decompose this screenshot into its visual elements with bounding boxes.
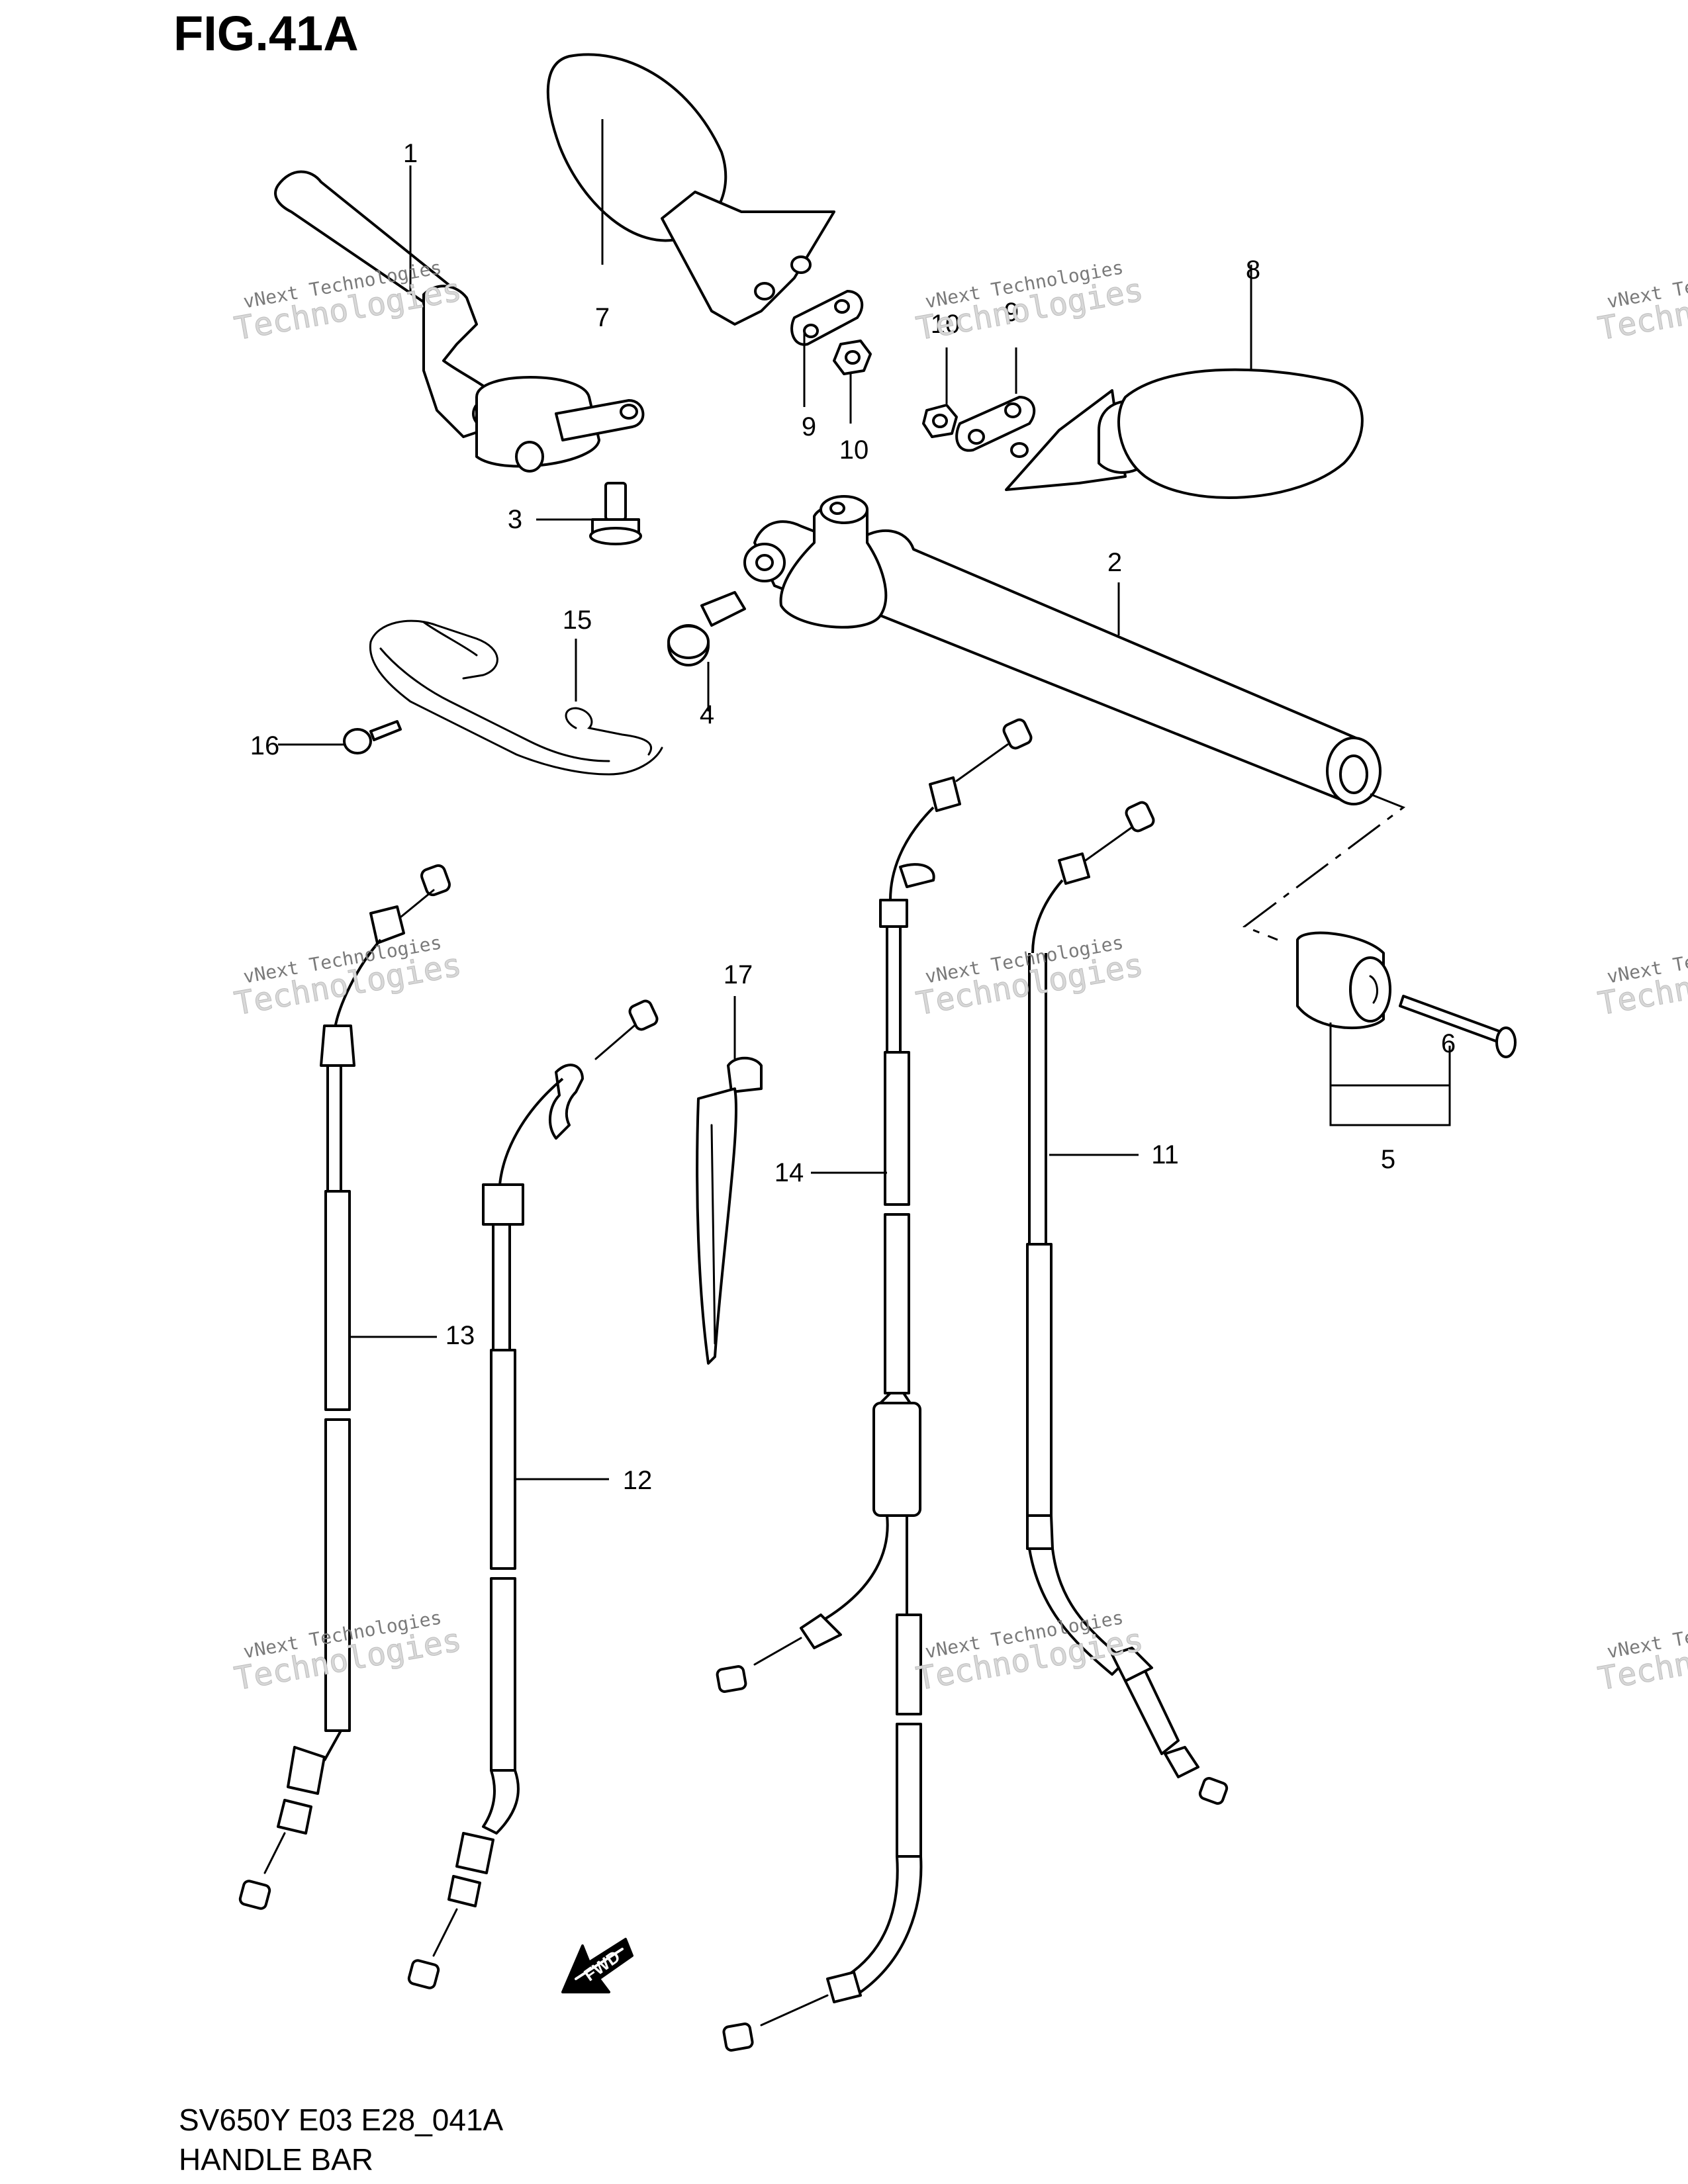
callout-12: 12 xyxy=(622,1466,653,1495)
callout-3: 3 xyxy=(507,505,523,534)
handlebar-balancer-part xyxy=(1296,931,1517,1058)
callout-9-left: 9 xyxy=(801,412,817,441)
left-handlebar-part xyxy=(274,170,645,473)
callout-9-right: 9 xyxy=(1004,298,1019,327)
callout-10-right: 10 xyxy=(930,310,961,339)
figure-title: FIG.41A xyxy=(173,6,359,61)
callout-16: 16 xyxy=(250,731,280,760)
callout-10-left: 10 xyxy=(839,435,869,465)
model-code: SV650Y E03 E28_041A xyxy=(179,2103,504,2137)
callout-13: 13 xyxy=(445,1321,475,1350)
cable-12-part xyxy=(407,999,659,1989)
callout-8: 8 xyxy=(1245,255,1261,285)
right-handlebar-part xyxy=(743,495,1382,805)
callout-5: 5 xyxy=(1380,1145,1396,1174)
callout-11: 11 xyxy=(1151,1140,1179,1169)
callout-17: 17 xyxy=(723,960,753,989)
cable-14-part xyxy=(716,718,1033,2052)
leader-lines xyxy=(278,119,1451,1480)
right-mirror-part xyxy=(1005,368,1364,499)
figure-name: HANDLE BAR xyxy=(179,2142,373,2177)
cable-tie-17-part xyxy=(696,1056,763,1365)
callout-2: 2 xyxy=(1107,548,1123,577)
callout-7: 7 xyxy=(594,303,610,332)
callout-1: 1 xyxy=(402,139,418,168)
callout-6: 6 xyxy=(1440,1029,1456,1058)
bolt-3-part xyxy=(589,482,642,545)
bracket-15-part xyxy=(369,619,663,776)
screw-16-part xyxy=(343,720,402,754)
left-mirror-part xyxy=(546,53,835,326)
spacer-nut-right-part xyxy=(922,396,1036,452)
forward-arrow-icon xyxy=(561,1938,633,1993)
alignment-guide-line xyxy=(1242,793,1406,941)
bolt-4-part xyxy=(667,591,746,666)
callout-15: 15 xyxy=(562,606,592,635)
spacer-nut-left-part xyxy=(790,290,872,375)
callout-4: 4 xyxy=(699,700,715,729)
cable-13-part xyxy=(238,864,451,1910)
cable-11-part xyxy=(1026,801,1229,1805)
callout-14: 14 xyxy=(774,1158,804,1187)
